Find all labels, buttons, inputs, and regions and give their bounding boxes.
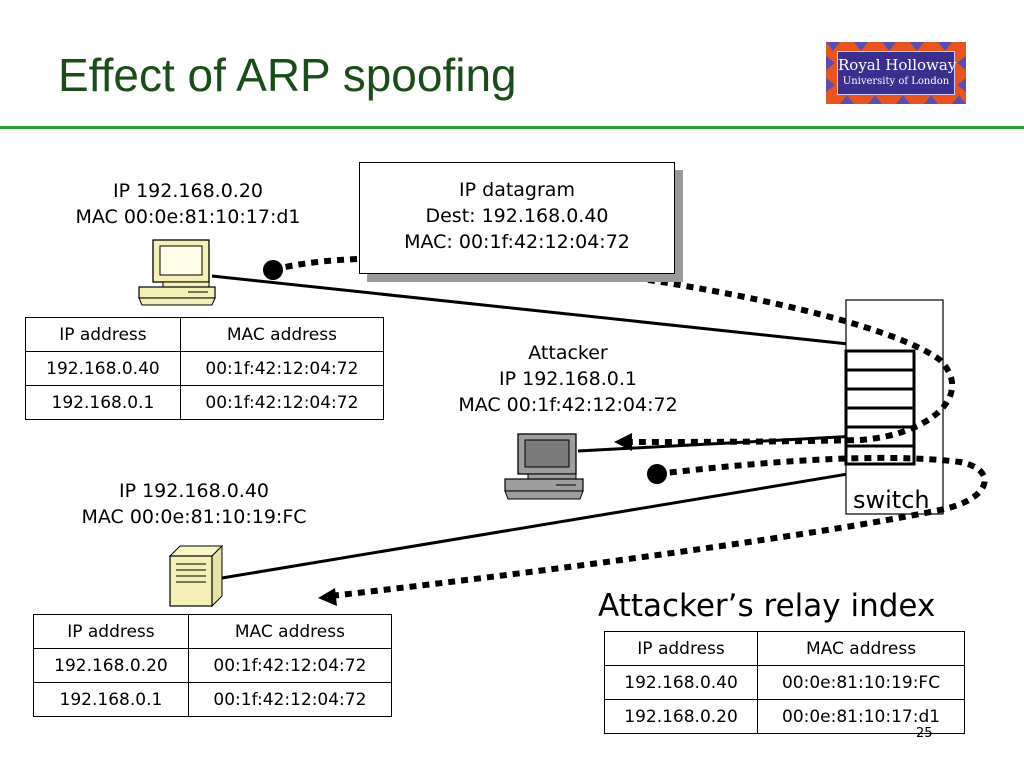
- table-row: 192.168.0.40 00:1f:42:12:04:72: [25, 351, 385, 386]
- table-cell: 00:1f:42:12:04:72: [187, 682, 393, 717]
- victim-ip: IP 192.168.0.20: [112, 180, 263, 202]
- ip-datagram-box: IP datagram Dest: 192.168.0.40 MAC: 00:1…: [359, 162, 675, 274]
- logo-line-1: Royal Holloway: [838, 56, 957, 74]
- table-cell: 192.168.0.20: [33, 648, 189, 683]
- attacker-mac: MAC 00:1f:42:12:04:72: [458, 394, 678, 416]
- column-header: IP address: [33, 614, 189, 649]
- table-cell: 192.168.0.20: [603, 699, 759, 734]
- relay-index-table: IP address MAC address 192.168.0.40 00:0…: [603, 631, 965, 734]
- table-cell: 00:0e:81:10:19:FC: [757, 665, 965, 700]
- attacker-ip: IP 192.168.0.1: [499, 368, 637, 390]
- flow-path-attacker-to-server: [329, 454, 988, 599]
- slide-title: Effect of ARP spoofing: [58, 49, 517, 101]
- attacker-host-label: Attacker IP 192.168.0.1 MAC 00:1f:42:12:…: [420, 340, 716, 418]
- table-row: 192.168.0.20 00:0e:81:10:17:d1: [603, 699, 965, 734]
- server-tower-icon: [168, 544, 224, 608]
- table-cell: 00:1f:42:12:04:72: [187, 648, 393, 683]
- server-mac: MAC 00:0e:81:10:19:FC: [81, 506, 307, 528]
- table-cell: 192.168.0.1: [25, 385, 181, 420]
- server-arp-table: IP address MAC address 192.168.0.20 00:1…: [33, 614, 393, 717]
- server-cable: [221, 461, 915, 580]
- table-cell: 192.168.0.40: [25, 351, 181, 386]
- title-divider: [0, 126, 1024, 129]
- server-host-label: IP 192.168.0.40 MAC 00:0e:81:10:19:FC: [44, 478, 344, 530]
- victim-mac: MAC 00:0e:81:10:17:d1: [75, 206, 301, 228]
- datagram-dest: Dest: 192.168.0.40: [425, 205, 609, 227]
- victim-cable: [211, 274, 915, 353]
- table-row: 192.168.0.40 00:0e:81:10:19:FC: [603, 665, 965, 700]
- table-row: 192.168.0.1 00:1f:42:12:04:72: [25, 385, 385, 420]
- flow-arrowhead-attacker: [614, 433, 632, 451]
- table-cell: 00:1f:42:12:04:72: [179, 385, 385, 420]
- logo-pattern: [826, 42, 966, 104]
- logo-line-2: University of London: [842, 76, 950, 87]
- switch-label: switch: [853, 486, 930, 514]
- attacker-computer-icon: [504, 433, 584, 500]
- column-header: MAC address: [187, 614, 393, 649]
- victim-host-label: IP 192.168.0.20 MAC 00:0e:81:10:17:d1: [40, 178, 336, 230]
- table-header-row: IP address MAC address: [33, 614, 393, 649]
- royal-holloway-logo: Royal Holloway University of London: [826, 42, 966, 104]
- victim-arp-table: IP address MAC address 192.168.0.40 00:1…: [25, 317, 385, 420]
- server-ip: IP 192.168.0.40: [118, 480, 269, 502]
- relay-index-title: Attacker’s relay index: [598, 588, 936, 624]
- attacker-name: Attacker: [528, 342, 608, 364]
- table-row: 192.168.0.1 00:1f:42:12:04:72: [33, 682, 393, 717]
- page-number: 25: [916, 726, 933, 741]
- table-cell: 00:1f:42:12:04:72: [179, 351, 385, 386]
- logo-badge: Royal Holloway University of London: [837, 51, 957, 95]
- column-header: MAC address: [179, 317, 385, 352]
- datagram-title: IP datagram: [459, 179, 575, 201]
- table-cell: 192.168.0.40: [603, 665, 759, 700]
- flow-arrowhead-server: [318, 588, 337, 606]
- column-header: MAC address: [757, 631, 965, 666]
- table-cell: 00:0e:81:10:17:d1: [757, 699, 965, 734]
- table-cell: 192.168.0.1: [33, 682, 189, 717]
- table-row: 192.168.0.20 00:1f:42:12:04:72: [33, 648, 393, 683]
- column-header: IP address: [603, 631, 759, 666]
- switch-node: [844, 299, 944, 515]
- datagram-mac: MAC: 00:1f:42:12:04:72: [404, 231, 630, 253]
- table-header-row: IP address MAC address: [603, 631, 965, 666]
- column-header: IP address: [25, 317, 181, 352]
- desktop-computer-icon: [138, 239, 216, 306]
- table-header-row: IP address MAC address: [25, 317, 385, 352]
